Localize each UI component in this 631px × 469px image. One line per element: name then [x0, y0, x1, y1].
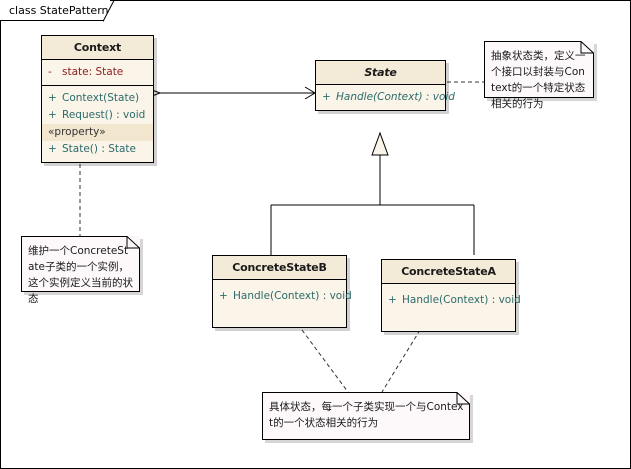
class-name-state: State: [316, 61, 445, 85]
operation-visibility: +: [219, 290, 228, 302]
class-operations-concrete-state-a: + Handle(Context) : void: [382, 284, 521, 331]
class-box-concrete-state-b[interactable]: ConcreteStateB + Handle(Context) : void: [212, 255, 352, 328]
diagram-frame-left-edge: [0, 0, 1, 469]
note-state[interactable]: 抽象状态类，定义一个接口以封装与Context的一个特定状态相关的行为: [484, 41, 594, 110]
operation-visibility: +: [48, 92, 57, 104]
attribute-signature: state: State: [62, 66, 124, 78]
class-name-concrete-state-b: ConcreteStateB: [213, 256, 346, 280]
stereotype-property-label: «property»: [42, 124, 153, 141]
property-row: + State() : State: [42, 141, 153, 158]
class-name-context: Context: [42, 36, 153, 60]
operation-signature: Request() : void: [62, 109, 146, 121]
note-anchor-concrete-state-a: [381, 329, 421, 393]
class-operations-state: + Handle(Context) : void: [316, 85, 455, 110]
class-operations-context: + Context(State) + Request() : void «pro…: [42, 86, 153, 162]
class-box-concrete-state-a[interactable]: ConcreteStateA + Handle(Context) : void: [381, 259, 521, 332]
note-concrete-states-text: 具体状态，每一个子类实现一个与Context的一个状态相关的行为: [269, 401, 464, 429]
operation-row: + Handle(Context) : void: [382, 292, 521, 309]
property-visibility: +: [48, 143, 57, 155]
diagram-title-tab-slant: [103, 0, 115, 22]
note-state-text: 抽象状态类，定义一个接口以封装与Context的一个特定状态相关的行为: [491, 50, 586, 110]
operation-signature: Handle(Context) : void: [233, 290, 352, 302]
class-attributes-context: - state: State: [42, 60, 153, 86]
note-anchor-concrete-state-b: [301, 329, 349, 393]
note-shape: [262, 392, 470, 440]
note-shape: [21, 236, 140, 292]
operation-signature: Handle(Context) : void: [336, 91, 455, 103]
attribute-row: - state: State: [42, 64, 153, 81]
note-context-text: 维护一个ConcreteState子类的一个实例，这个实例定义当前的状态: [28, 245, 133, 305]
note-shape: [484, 41, 594, 98]
class-operations-concrete-state-b: + Handle(Context) : void: [213, 280, 352, 327]
operation-signature: Handle(Context) : void: [402, 294, 521, 306]
generalization-tree: [270, 131, 475, 255]
operation-visibility: +: [322, 91, 331, 103]
class-name-concrete-state-a: ConcreteStateA: [382, 260, 515, 284]
class-box-state[interactable]: State + Handle(Context) : void: [315, 60, 455, 111]
note-concrete-states[interactable]: 具体状态，每一个子类实现一个与Context的一个状态相关的行为: [262, 392, 470, 440]
operation-visibility: +: [48, 109, 57, 121]
diagram-title-label: class StatePattern: [9, 3, 109, 17]
operation-row: + Request() : void: [42, 107, 153, 124]
class-box-context[interactable]: Context - state: State + Context(State) …: [41, 35, 154, 163]
diagram-frame-top-edge: [110, 0, 631, 1]
attribute-visibility: -: [48, 66, 52, 78]
aggregation-context-state: [132, 86, 316, 100]
operation-row: + Context(State): [42, 90, 153, 107]
operation-row: + Handle(Context) : void: [316, 89, 455, 106]
operation-row: + Handle(Context) : void: [213, 288, 352, 305]
property-signature: State() : State: [62, 143, 136, 155]
diagram-title-tab: class StatePattern: [0, 0, 109, 21]
operation-visibility: +: [388, 294, 397, 306]
note-context[interactable]: 维护一个ConcreteState子类的一个实例，这个实例定义当前的状态: [21, 236, 140, 305]
operation-signature: Context(State): [62, 92, 140, 104]
